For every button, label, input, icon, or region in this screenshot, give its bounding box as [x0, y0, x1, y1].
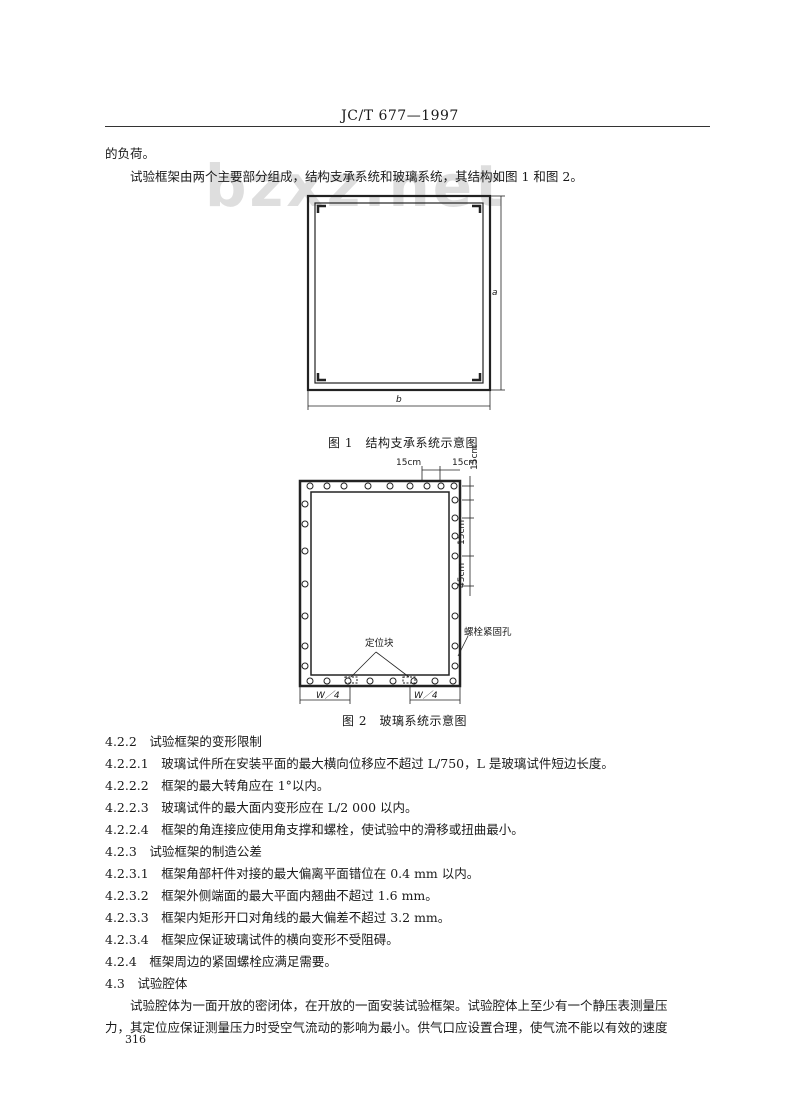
- section-text: 玻璃试件所在安装平面的最大横向位移应不超过 L/750，L 是玻璃试件短边长度。: [161, 756, 614, 771]
- paragraph-line-2: 力，其定位应保证测量压力时受空气流动的影响为最小。供气口应设置合理，使气流不能以…: [105, 1020, 668, 1035]
- bolt-hole-label: 螺栓紧固孔: [464, 627, 512, 638]
- dimension-side-2: 15cm: [457, 519, 467, 545]
- paragraph-line-1: 试验腔体为一面开放的密闭体，在开放的一面安装试验框架。试验腔体上至少有一个静压表…: [130, 998, 668, 1013]
- dimension-w4-right: W／4: [414, 691, 438, 701]
- section-number: 4.2.4: [105, 954, 137, 969]
- section-row: 4.2.2.3 玻璃试件的最大面内变形应在 L/2 000 以内。: [105, 797, 418, 816]
- section-text: 框架角部杆件对接的最大偏离平面错位在 0.4 mm 以内。: [161, 866, 480, 881]
- section-row: 4.2.3.2 框架外侧端面的最大平面内翘曲不超过 1.6 mm。: [105, 885, 438, 904]
- dimension-top-2: 15cm: [452, 458, 478, 468]
- section-row: 4.2.2 试验框架的变形限制: [105, 731, 262, 750]
- dimension-a-label: a: [492, 288, 498, 298]
- section-text: 框架的角连接应使用角支撑和螺栓，使试验中的滑移或扭曲最小。: [161, 822, 524, 837]
- positioning-block-label: 定位块: [365, 638, 394, 649]
- section-row: 4.2.3 试验框架的制造公差: [105, 841, 262, 860]
- section-row: 4.2.2.1 玻璃试件所在安装平面的最大横向位移应不超过 L/750，L 是玻…: [105, 753, 614, 772]
- support-frame-outer: [306, 194, 492, 392]
- section-text: 玻璃试件的最大面内变形应在 L/2 000 以内。: [161, 800, 418, 815]
- intro-line-1: 的负荷。: [105, 146, 156, 161]
- section-text: 试验框架的变形限制: [149, 734, 262, 749]
- section-number: 4.2.2.1: [105, 756, 149, 771]
- section-text: 框架外侧端面的最大平面内翘曲不超过 1.6 mm。: [161, 888, 438, 903]
- watermark: bzxz.net: [205, 152, 506, 220]
- page-number: 316: [125, 1033, 146, 1046]
- section-text: 框架周边的紧固螺栓应满足需要。: [149, 954, 337, 969]
- section-number: 4.2.3.4: [105, 932, 149, 947]
- section-row: 4.2.3.1 框架角部杆件对接的最大偏离平面错位在 0.4 mm 以内。: [105, 863, 479, 882]
- section-number: 4.2.2: [105, 734, 137, 749]
- section-row: 4.2.2.2 框架的最大转角应在 1°以内。: [105, 775, 329, 794]
- section-number: 4.2.2.3: [105, 800, 149, 815]
- section-row: 4.2.2.4 框架的角连接应使用角支撑和螺栓，使试验中的滑移或扭曲最小。: [105, 819, 524, 838]
- support-frame-inner: [314, 202, 484, 384]
- section-text: 框架内矩形开口对角线的最大偏差不超过 3.2 mm。: [161, 910, 451, 925]
- section-number: 4.2.3.1: [105, 866, 149, 881]
- section-row: 4.2.3.4 框架应保证玻璃试件的横向变形不受阻碍。: [105, 929, 399, 948]
- section-row: 4.2.4 框架周边的紧固螺栓应满足需要。: [105, 951, 337, 970]
- section-number: 4.2.3: [105, 844, 137, 859]
- figure-2-diagram: [298, 466, 474, 704]
- dimension-side-1: 15cm: [470, 444, 480, 470]
- glass-frame-inner: [310, 491, 450, 676]
- section-number: 4.2.2.2: [105, 778, 149, 793]
- section-text: 试验腔体: [137, 976, 188, 991]
- glass-frame-outer: [298, 479, 462, 688]
- document-header: JC/T 677—1997: [341, 108, 459, 124]
- figure-1-diagram: [306, 194, 505, 410]
- section-number: 4.2.3.3: [105, 910, 149, 925]
- section-text: 试验框架的制造公差: [149, 844, 262, 859]
- dimension-w4-left: W／4: [316, 691, 340, 701]
- section-number: 4.2.3.2: [105, 888, 149, 903]
- section-text: 框架应保证玻璃试件的横向变形不受阻碍。: [161, 932, 399, 947]
- section-row: 4.2.3.3 框架内矩形开口对角线的最大偏差不超过 3.2 mm。: [105, 907, 450, 926]
- section-text: 框架的最大转角应在 1°以内。: [161, 778, 330, 793]
- section-number: 4.2.2.4: [105, 822, 149, 837]
- dimension-side-3: 45cm: [457, 562, 467, 588]
- intro-line-2: 试验框架由两个主要部分组成，结构支承系统和玻璃系统，其结构如图 1 和图 2。: [130, 169, 583, 184]
- dimension-top-1: 15cm: [396, 458, 422, 468]
- header-rule: [105, 126, 710, 127]
- dimension-b-label: b: [396, 395, 402, 405]
- figure-2-caption: 图 2 玻璃系统示意图: [342, 714, 467, 728]
- figure-1-caption: 图 1 结构支承系统示意图: [328, 436, 478, 450]
- section-row: 4.3 试验腔体: [105, 973, 187, 992]
- section-number: 4.3: [105, 976, 125, 991]
